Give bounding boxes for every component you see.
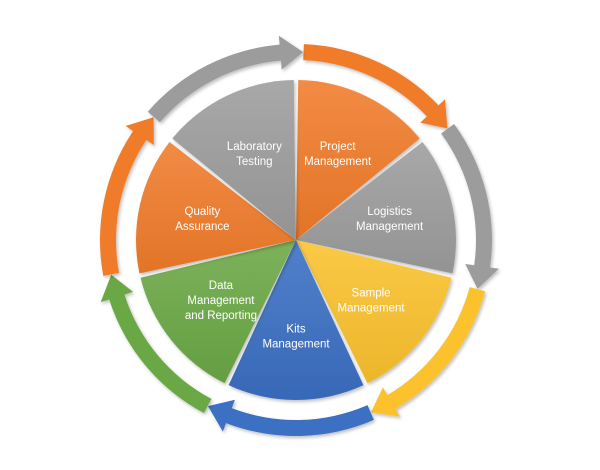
segment-label-line: Testing (236, 156, 272, 168)
segment-arrow (100, 274, 212, 414)
segment-wedge (296, 80, 420, 240)
segment-label-line: Management (304, 156, 372, 168)
segment-arrow (147, 35, 304, 123)
segment-wedge (136, 141, 296, 274)
segment-label-line: Assurance (175, 221, 229, 233)
segment-label-line: Management (187, 295, 255, 307)
segment-label-line: Sample (352, 287, 391, 299)
segment-label-line: Laboratory (227, 141, 282, 153)
segment-arrow (371, 287, 486, 417)
segment-label-line: Kits (286, 324, 305, 336)
segment-label-line: Logistics (367, 206, 412, 218)
segment-wedge (296, 240, 452, 384)
segment-arrow (441, 124, 499, 289)
segment-label-line: Management (262, 339, 330, 351)
segment-arrow (303, 44, 448, 129)
segment-label-line: Data (209, 280, 234, 292)
segment-label-line: Management (356, 221, 424, 233)
segment-wedge (296, 141, 457, 274)
segment-arrow (100, 117, 154, 276)
segment-label-line: Management (337, 302, 405, 314)
segment-wedge (140, 240, 296, 384)
segment-label-line: Project (320, 141, 357, 153)
segment-wedge (172, 80, 296, 240)
segment-arrow (207, 399, 374, 437)
segment-label-line: and Reporting (185, 310, 257, 322)
segment-label-line: Quality (185, 206, 221, 218)
segment-wedge (228, 240, 364, 400)
